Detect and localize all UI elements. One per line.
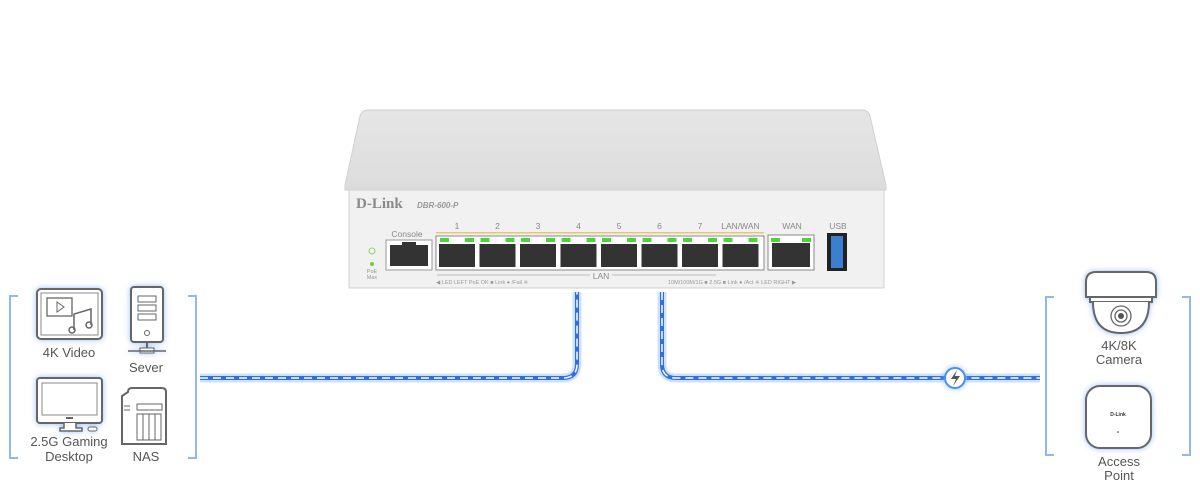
port-number-label: 1 <box>455 221 460 231</box>
led-right <box>505 238 515 242</box>
wan-port[interactable] <box>767 234 815 271</box>
poe-max-label-2: Max <box>367 275 378 281</box>
lan-label: LAN <box>593 271 610 281</box>
wan-label: WAN <box>782 221 802 231</box>
led-left <box>480 238 490 242</box>
port-number-label: 4 <box>576 221 581 231</box>
port-number-label: 7 <box>698 221 703 231</box>
lan-port-2[interactable] <box>479 238 516 267</box>
dome-camera-icon <box>1085 271 1157 335</box>
connection-left <box>200 292 582 383</box>
usb-port[interactable] <box>827 233 847 271</box>
port-number-label: 5 <box>617 221 622 231</box>
power-led-icon <box>368 247 376 266</box>
led-right <box>748 238 758 242</box>
label-4k-video: 4K Video <box>43 345 96 360</box>
brand-logo: D-Link <box>356 196 403 212</box>
led-right <box>586 238 596 242</box>
label-access-point-1: Access <box>1098 454 1140 469</box>
label-server: Sever <box>129 360 164 375</box>
left-device-group: 4K Video Sever 2.5G Gaming Desktop NAS <box>9 286 197 464</box>
label-camera-1: 4K/8K <box>1101 338 1137 353</box>
led-left <box>561 238 571 242</box>
led-right <box>708 238 717 242</box>
poe-bar <box>436 232 764 234</box>
access-point-icon: D-Link <box>1085 385 1152 449</box>
port-number-label: 2 <box>495 221 500 231</box>
nas-icon <box>121 387 167 445</box>
lan-port-6[interactable] <box>641 238 678 267</box>
right-device-group: 4K/8K Camera D-Link Access Point <box>1045 271 1191 481</box>
lan-port-8[interactable] <box>722 238 759 267</box>
led-left <box>683 238 692 242</box>
console-port[interactable] <box>385 239 433 271</box>
port-number-label: 3 <box>536 221 541 231</box>
access-point-logo: D-Link <box>1110 412 1126 418</box>
led-right <box>667 238 677 242</box>
label-access-point-2: Point <box>1104 468 1134 481</box>
led-left <box>642 238 652 242</box>
label-nas: NAS <box>133 449 160 464</box>
port-number-label: LAN/WAN <box>721 221 759 231</box>
video-music-icon <box>36 288 103 340</box>
router-device: D-Link DBR-600-P Console PoE Max 1 2 3 4 5 6 7… <box>344 109 887 289</box>
label-gaming-desktop-1: 2.5G Gaming <box>30 434 107 449</box>
poe-max-label: PoE <box>367 269 378 275</box>
connection-right <box>657 292 1040 383</box>
label-gaming-desktop-2: Desktop <box>45 449 93 464</box>
lan-port-7[interactable] <box>682 238 718 267</box>
lightning-icon <box>944 367 966 389</box>
led-left <box>723 238 733 242</box>
lan-port-3[interactable] <box>520 238 556 267</box>
led-left <box>521 238 530 242</box>
led-right <box>546 238 555 242</box>
server-icon <box>128 286 166 354</box>
led-right <box>465 238 474 242</box>
console-label: Console <box>391 229 422 239</box>
led-left <box>440 238 449 242</box>
port-number-label: 6 <box>657 221 662 231</box>
led-legend-left: ◀ LED LEFT PoE OK ■ Link ● /Fail ※ <box>436 279 528 286</box>
led-left <box>602 238 611 242</box>
lan-port-5[interactable] <box>601 238 637 267</box>
led-legend-right: 10M/100M/1G ■ 2.5G ■ Link ● /Act ※ LED R… <box>668 279 797 286</box>
desktop-icon <box>36 377 103 432</box>
lan-port-4[interactable] <box>560 238 597 267</box>
usb-label: USB <box>829 221 847 231</box>
lan-port-1[interactable] <box>439 238 475 267</box>
label-camera-2: Camera <box>1096 352 1143 367</box>
model-label: DBR-600-P <box>417 201 459 210</box>
led-right <box>627 238 636 242</box>
